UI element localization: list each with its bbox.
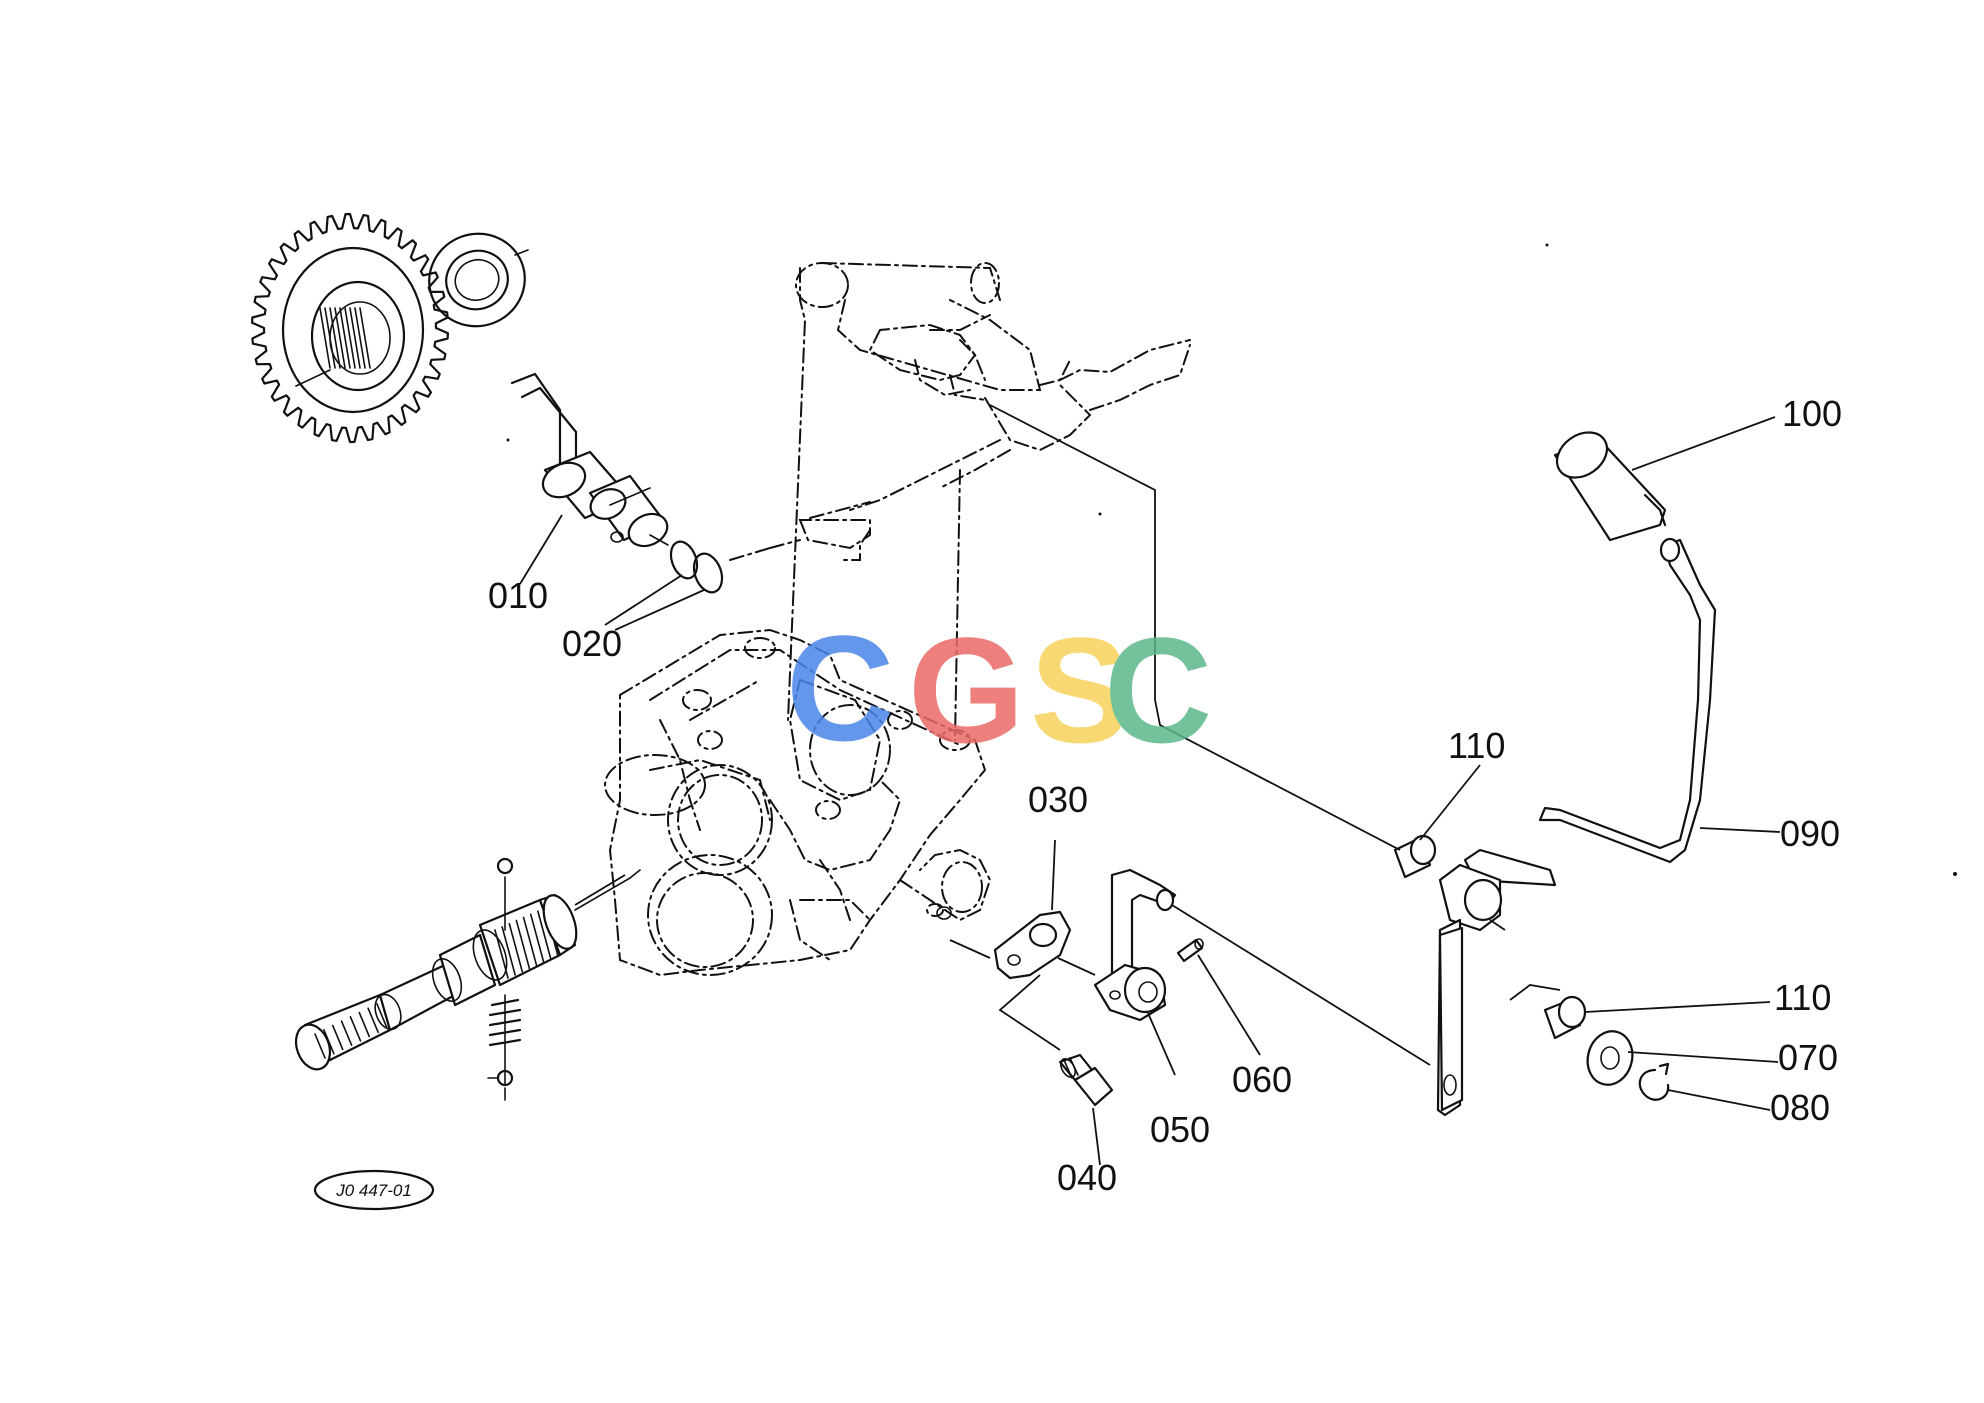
- shaft-spline-line: [358, 1011, 371, 1038]
- gear-spline-line: [537, 910, 552, 960]
- gear-spline-line: [529, 913, 545, 964]
- gear-bore-hatch: [334, 307, 346, 369]
- gear-spline-line: [515, 919, 531, 970]
- callout-110-lower: 110: [1774, 977, 1831, 1018]
- bearing: [428, 232, 529, 328]
- part-100-knob: [1553, 416, 1776, 542]
- part-110-bushing-upper: [1393, 764, 1481, 879]
- gear-bore-hatch: [324, 307, 336, 369]
- housing: [604, 628, 992, 977]
- watermark-letter-g: G: [908, 606, 1025, 774]
- part-070-washer: [1586, 1030, 1779, 1086]
- gear-spline-line: [522, 916, 538, 967]
- gear-spline-line: [494, 929, 509, 979]
- watermark-letter-c2: C: [1104, 606, 1212, 774]
- part-080-clip: [1638, 1062, 1771, 1111]
- gear: [251, 212, 449, 444]
- gear-bore-hatch: [354, 307, 366, 369]
- gear-bore-hatch: [329, 307, 341, 369]
- callout-110-upper: 110: [1448, 725, 1505, 766]
- shaft-spline-line: [331, 1024, 344, 1051]
- callout-060: 060: [1232, 1059, 1292, 1100]
- gear-spline-line: [508, 922, 524, 973]
- shaft-spline-line: [367, 1007, 379, 1034]
- part-090-lever: [1436, 537, 1781, 1117]
- watermark-letter-c1: C: [786, 604, 894, 772]
- gear-bore-hatch: [349, 307, 361, 369]
- callout-090: 090: [1780, 813, 1840, 854]
- drawing-code: J0 447-01: [335, 1181, 412, 1200]
- part-030-plate: [936, 839, 1096, 980]
- shaft-spline-line: [349, 1016, 362, 1042]
- callout-100: 100: [1782, 393, 1842, 434]
- part-060-pin: [1176, 938, 1261, 1056]
- callout-010: 010: [488, 575, 548, 616]
- callout-020: 020: [562, 623, 622, 664]
- watermark-letter-s: S: [1030, 606, 1130, 774]
- drawing-code-stamp: J0 447-01: [313, 1169, 435, 1211]
- gear-bore-hatch: [359, 307, 371, 369]
- output-shaft: [294, 857, 641, 1101]
- callout-040: 040: [1057, 1157, 1117, 1198]
- shaft-spline-line: [376, 1003, 388, 1029]
- shaft-spline-line: [323, 1028, 335, 1055]
- gear-spline-line: [501, 926, 516, 976]
- callout-050: 050: [1150, 1109, 1210, 1150]
- gear-bore-hatch: [344, 307, 356, 369]
- part-040-bolt: [998, 974, 1114, 1166]
- gear-bore-hatch: [339, 307, 351, 369]
- part-020-o-rings: [669, 540, 724, 594]
- cgsc-watermark: C G S C: [786, 604, 1212, 774]
- part-110-bushing-lower: [1509, 984, 1771, 1040]
- part-010-shift-shaft: [510, 372, 669, 548]
- callout-070: 070: [1778, 1037, 1838, 1078]
- callout-030: 030: [1028, 779, 1088, 820]
- shaft-spline-line: [314, 1033, 326, 1059]
- part-050-arm: [1093, 868, 1431, 1076]
- callout-080: 080: [1770, 1087, 1830, 1128]
- gear-bore-hatch: [319, 307, 331, 369]
- shaft-spline-line: [340, 1020, 353, 1046]
- upper-linkage: [729, 262, 1191, 741]
